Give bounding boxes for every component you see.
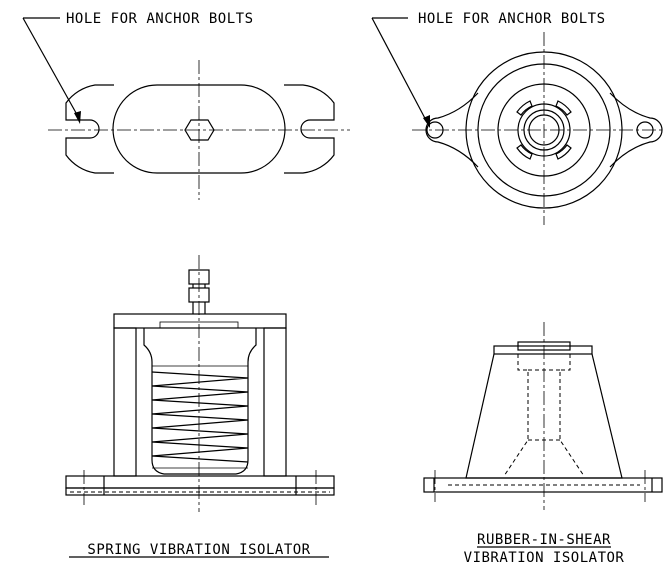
left-callout-label: HOLE FOR ANCHOR BOLTS [66,11,254,27]
left-housing-wall [113,327,137,477]
spring-isolator-elevation: SPRING VIBRATION ISOLATOR [65,255,335,558]
spring-cup [143,328,257,475]
slot-2 [555,100,572,116]
spring-caption: SPRING VIBRATION ISOLATOR [87,542,310,558]
spring-isolator-plan-view: HOLE FOR ANCHOR BOLTS [22,11,350,200]
rubber-caption-line2: VIBRATION ISOLATOR [464,550,625,566]
right-housing-wall [263,327,287,477]
slot-1 [516,100,533,116]
base-plate [65,475,335,489]
left-callout-leader-diagonal [22,17,81,121]
rubber-isolator-plan-view: HOLE FOR ANCHOR BOLTS [371,11,663,225]
housing-capsule [112,84,286,174]
left-callout-arrowhead [74,111,81,124]
slot-4 [516,144,533,160]
slot-3 [555,144,572,160]
hidden-insert-left [503,354,529,477]
rubber-base-plate [423,477,663,493]
hidden-insert-right [559,354,585,477]
rubber-caption-line1: RUBBER-IN-SHEAR [477,532,611,548]
top-plate [113,313,287,329]
rubber-slots [516,100,572,160]
right-callout-label: HOLE FOR ANCHOR BOLTS [418,11,606,27]
hex-nut [184,119,215,141]
right-lug-outline [284,84,335,174]
coil-spring [151,371,249,463]
left-lug-outline [65,84,114,174]
rubber-isolator-elevation: RUBBER-IN-SHEAR VIBRATION ISOLATOR [423,322,663,566]
right-callout-leader-diagonal [371,17,429,125]
base-pad [65,487,335,496]
top-cap [493,345,593,355]
